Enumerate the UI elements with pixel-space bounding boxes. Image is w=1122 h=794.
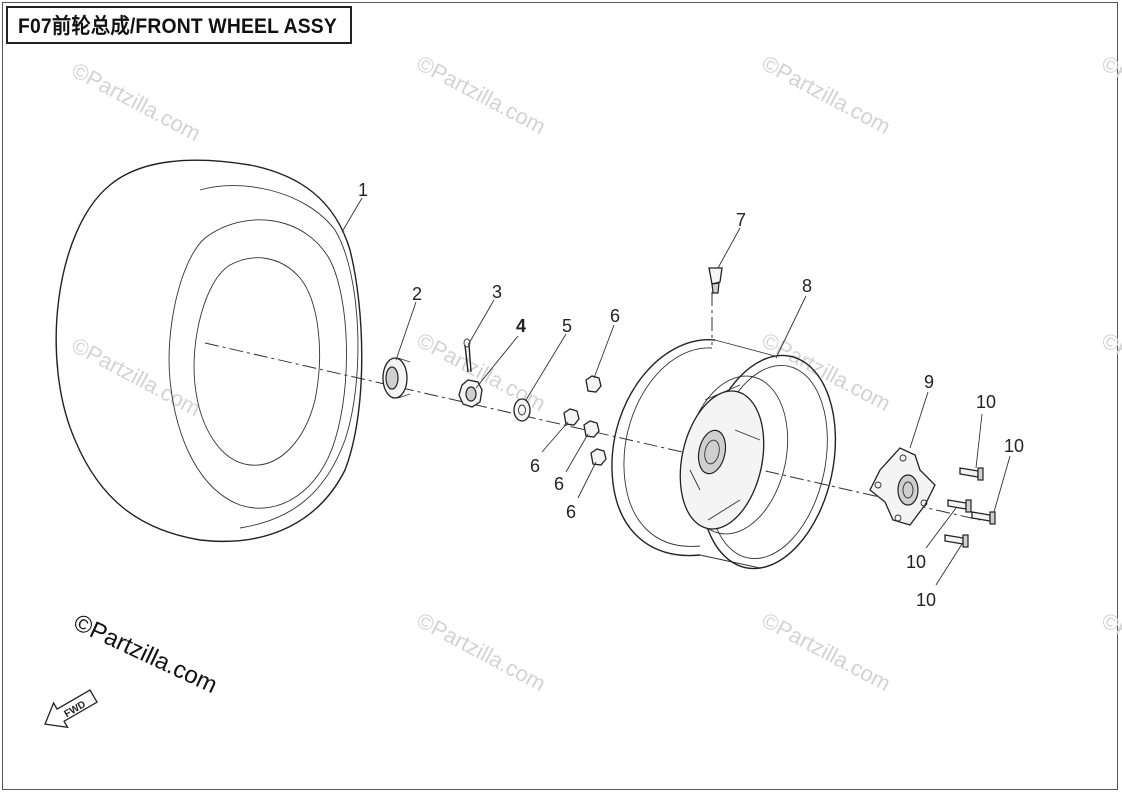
watermark-text: ©Partzilla.com bbox=[413, 607, 550, 696]
callout-10: 10 bbox=[916, 590, 936, 610]
washer bbox=[513, 398, 531, 422]
watermark-text: ©Partzilla.com bbox=[1098, 50, 1122, 139]
callout-6: 6 bbox=[566, 502, 576, 522]
watermark-text: ©Partzilla.com bbox=[1098, 327, 1122, 416]
watermark-text: ©Partzilla.com bbox=[758, 50, 895, 139]
callout-3: 3 bbox=[492, 282, 502, 302]
hub-bolt bbox=[944, 534, 969, 548]
valve-stem bbox=[708, 267, 723, 294]
hub-bolt bbox=[971, 511, 996, 525]
hub-bolts bbox=[944, 467, 996, 548]
watermark-layer: ©Partzilla.com ©Partzilla.com ©Partzilla… bbox=[68, 50, 1122, 696]
lug-nut bbox=[590, 448, 607, 466]
callout-10: 10 bbox=[976, 392, 996, 412]
lug-nut bbox=[583, 420, 600, 438]
callout-10: 10 bbox=[906, 552, 926, 572]
watermark-text: ©Partzilla.com bbox=[68, 57, 205, 146]
fwd-label: FWD bbox=[63, 699, 88, 720]
hub-bolt bbox=[959, 467, 984, 481]
lug-nut bbox=[585, 375, 602, 393]
tire bbox=[55, 159, 363, 542]
callout-10: 10 bbox=[1004, 436, 1024, 456]
callout-4: 4 bbox=[516, 316, 526, 336]
callout-8: 8 bbox=[802, 276, 812, 296]
hub-cap bbox=[382, 357, 411, 399]
callout-6: 6 bbox=[610, 306, 620, 326]
hub-bolt bbox=[947, 499, 972, 513]
watermark-text: ©Partzilla.com bbox=[758, 607, 895, 696]
rim bbox=[611, 339, 837, 570]
wheel-hub bbox=[869, 447, 936, 526]
callout-9: 9 bbox=[924, 372, 934, 392]
callout-2: 2 bbox=[412, 284, 422, 304]
cotter-pin bbox=[463, 338, 472, 373]
axis-line bbox=[204, 292, 981, 521]
watermark-text: ©Partzilla.com bbox=[758, 327, 895, 416]
title-box: F07前轮总成/FRONT WHEEL ASSY bbox=[6, 6, 352, 44]
watermark-text: ©Partzilla.com bbox=[413, 327, 550, 416]
callout-7: 7 bbox=[736, 210, 746, 230]
lug-nut bbox=[563, 408, 580, 426]
page-title: F07前轮总成/FRONT WHEEL ASSY bbox=[18, 15, 337, 38]
castle-nut bbox=[458, 379, 483, 408]
callout-1: 1 bbox=[358, 180, 368, 200]
callout-5: 5 bbox=[562, 316, 572, 336]
watermark-text: ©Partzilla.com bbox=[1098, 607, 1122, 696]
partzilla-watermark: ©Partzilla.com bbox=[69, 609, 221, 699]
callout-6: 6 bbox=[554, 474, 564, 494]
fwd-arrow: FWD bbox=[44, 689, 98, 729]
callout-numbers: 1 2 3 4 5 6 6 6 6 7 8 9 10 10 10 10 bbox=[358, 180, 1024, 610]
leader-lines bbox=[341, 197, 1011, 586]
watermark-text: ©Partzilla.com bbox=[68, 332, 205, 421]
callout-6: 6 bbox=[530, 456, 540, 476]
lug-nuts bbox=[563, 375, 607, 466]
watermark-text: ©Partzilla.com bbox=[413, 50, 550, 139]
